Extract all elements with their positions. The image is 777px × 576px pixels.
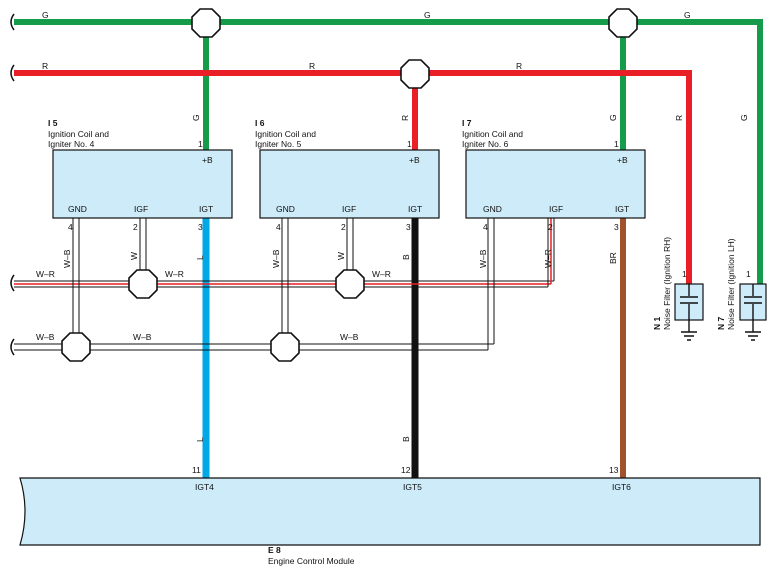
pin-label: IGF bbox=[549, 204, 563, 214]
noise-filter-n7 bbox=[739, 283, 767, 341]
coil4-box bbox=[52, 149, 233, 219]
component-code: N 1 bbox=[652, 317, 662, 331]
wr-bus-wire bbox=[14, 280, 554, 288]
pin-number: 1 bbox=[682, 269, 687, 279]
pin-number: 4 bbox=[68, 222, 73, 232]
wire-color-label: W–B bbox=[36, 332, 55, 342]
pin-label: IGF bbox=[134, 204, 148, 214]
wire-color-label: R bbox=[516, 61, 522, 71]
pin-number: 2 bbox=[341, 222, 346, 232]
splice-octagon bbox=[608, 8, 638, 38]
component-code: N 7 bbox=[716, 317, 726, 331]
wire-color-label: L bbox=[195, 255, 205, 260]
wire-color-label: G bbox=[608, 114, 618, 121]
component-code: I 6 bbox=[255, 118, 265, 128]
ecm-box bbox=[19, 477, 761, 546]
wire-color-label: W–R bbox=[165, 269, 184, 279]
wire-color-label: W bbox=[129, 252, 139, 260]
pin-number: 2 bbox=[548, 222, 553, 232]
pin-label: IGF bbox=[342, 204, 356, 214]
wire-color-label: R bbox=[309, 61, 315, 71]
pin-label: GND bbox=[276, 204, 295, 214]
pin-label: +B bbox=[617, 155, 628, 165]
pin-number: 3 bbox=[198, 222, 203, 232]
wire-color-label: W–B bbox=[133, 332, 152, 342]
component-code: I 5 bbox=[48, 118, 58, 128]
component-name: Engine Control Module bbox=[268, 556, 355, 566]
pin-label: GND bbox=[68, 204, 87, 214]
wire-color-label: W–R bbox=[372, 269, 391, 279]
wire-breaks bbox=[10, 13, 15, 356]
noise-filter-n1 bbox=[674, 283, 704, 341]
wire-color-label: W–B bbox=[340, 332, 359, 342]
coil5-box bbox=[259, 149, 440, 219]
wire-color-label: G bbox=[191, 114, 201, 121]
pin-label: +B bbox=[409, 155, 420, 165]
pin-number: 13 bbox=[609, 465, 619, 475]
wire-color-label: G bbox=[684, 10, 691, 20]
component-name: Noise Filter (Ignition RH) bbox=[662, 237, 672, 330]
pin-number: 1 bbox=[746, 269, 751, 279]
pin-number: 1 bbox=[198, 139, 203, 149]
splice-octagon bbox=[61, 332, 91, 362]
green-bus-wire bbox=[14, 19, 763, 284]
wire-color-label: G bbox=[424, 10, 431, 20]
splice-octagon bbox=[335, 269, 365, 299]
pin-number: 4 bbox=[483, 222, 488, 232]
wire-color-label: W–R bbox=[36, 269, 55, 279]
igf-wires bbox=[139, 218, 555, 287]
wire-color-label: W bbox=[336, 252, 346, 260]
component-name: Noise Filter (Ignition LH) bbox=[726, 238, 736, 330]
wire-color-label: B bbox=[401, 254, 411, 260]
component-name: Ignition Coil and bbox=[48, 129, 109, 139]
pin-label: GND bbox=[483, 204, 502, 214]
pin-number: 1 bbox=[407, 139, 412, 149]
splice-octagon bbox=[400, 59, 430, 89]
pin-number: 1 bbox=[614, 139, 619, 149]
pin-label: IGT4 bbox=[195, 482, 214, 492]
pin-label: IGT bbox=[615, 204, 629, 214]
splice-octagon bbox=[270, 332, 300, 362]
pin-number: 2 bbox=[133, 222, 138, 232]
pin-number: 11 bbox=[192, 465, 201, 475]
wire-color-label: G bbox=[739, 114, 749, 121]
wire-color-label: W–R bbox=[543, 249, 553, 268]
wire-color-label: L bbox=[195, 437, 205, 442]
component-name: Igniter No. 5 bbox=[255, 139, 302, 149]
wire-color-label: R bbox=[674, 115, 684, 121]
pin-label: IGT bbox=[408, 204, 422, 214]
pin-number: 12 bbox=[401, 465, 411, 475]
wire-color-label: G bbox=[42, 10, 49, 20]
wire-color-label: B bbox=[401, 436, 411, 442]
pin-number: 3 bbox=[614, 222, 619, 232]
pin-label: +B bbox=[202, 155, 213, 165]
wire-color-label: W–B bbox=[62, 249, 72, 268]
splice-octagon bbox=[128, 269, 158, 299]
pin-number: 4 bbox=[276, 222, 281, 232]
component-code: I 7 bbox=[462, 118, 472, 128]
gnd-wires bbox=[72, 218, 495, 350]
wire-color-label: R bbox=[42, 61, 48, 71]
pin-label: IGT5 bbox=[403, 482, 422, 492]
wire-color-label: W–B bbox=[478, 249, 488, 268]
pin-label: IGT bbox=[199, 204, 213, 214]
wire-color-label: R bbox=[400, 115, 410, 121]
wire-color-label: W–B bbox=[271, 249, 281, 268]
component-name: Ignition Coil and bbox=[255, 129, 316, 139]
wire-color-label: BR bbox=[608, 252, 618, 264]
component-code: E 8 bbox=[268, 545, 281, 555]
coil6-box bbox=[465, 149, 646, 219]
pin-number: 3 bbox=[406, 222, 411, 232]
pin-label: IGT6 bbox=[612, 482, 631, 492]
wb-bus-wire bbox=[14, 343, 494, 351]
component-name: Ignition Coil and bbox=[462, 129, 523, 139]
component-name: Igniter No. 6 bbox=[462, 139, 509, 149]
component-name: Igniter No. 4 bbox=[48, 139, 95, 149]
splice-octagon bbox=[191, 8, 221, 38]
